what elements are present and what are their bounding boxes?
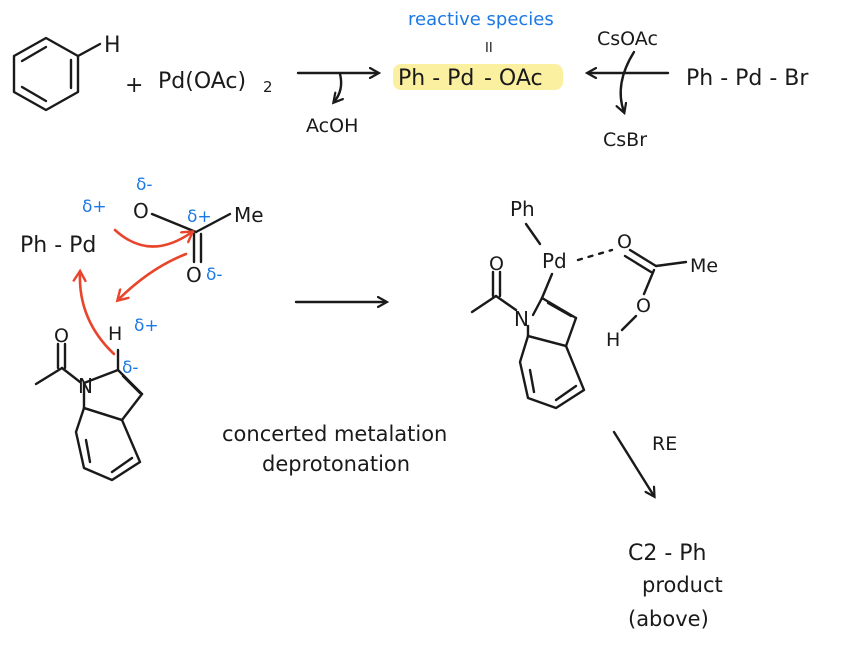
cmd-caption-line2: deprotonation <box>262 452 410 476</box>
product-ph-label: Ph <box>510 197 535 221</box>
product-o-label: O <box>636 295 651 317</box>
ts-o-acetyl: O <box>54 325 69 347</box>
ts-delta-pd: δ+ <box>82 197 107 217</box>
reactive-species-label: reactive species <box>408 9 554 30</box>
product-h-label: H <box>606 329 620 351</box>
ph-pd-oac-left: Ph - Pd <box>398 66 474 91</box>
csoac-label: CsOAc <box>597 28 658 50</box>
electron-arrow-o-to-h <box>118 252 188 300</box>
reactive-species-highlight <box>393 64 563 90</box>
ts-o-bottom: O <box>186 263 202 287</box>
csbr-label: CsBr <box>603 129 647 151</box>
ts-ph-pd-label: Ph - Pd <box>20 233 96 258</box>
ts-delta-o-bottom: δ- <box>206 265 223 285</box>
ts-n-label: N <box>78 374 93 398</box>
electron-arrow-o-to-c <box>113 228 192 248</box>
ts-delta-c2: δ- <box>122 358 139 378</box>
product-pd-label: Pd <box>542 249 567 273</box>
ts-acetate-bonds <box>150 212 232 264</box>
pd-oac2-label: Pd(OAc) <box>158 69 246 94</box>
product-ph-pd-bond <box>524 222 542 246</box>
ph-pd-oac-right: - OAc <box>484 66 543 91</box>
final-product-line3: (above) <box>628 607 709 631</box>
ts-delta-c: δ+ <box>187 207 212 227</box>
product-n-label: N <box>514 307 529 331</box>
ts-o-top: O <box>133 199 149 223</box>
benzene-ring <box>12 36 102 112</box>
pd-o-coordination <box>576 248 614 262</box>
pd-oxidation-state: II <box>485 41 493 56</box>
acoh-release-arrow <box>334 72 341 102</box>
product-me-label: Me <box>690 255 718 277</box>
plus-sign: + <box>125 73 143 98</box>
acoh-label: AcOH <box>306 115 358 137</box>
electron-arrow-ch-to-pd <box>80 272 116 356</box>
ts-me-label: Me <box>234 203 264 227</box>
csbr-release-arrow <box>621 50 636 112</box>
re-label: RE <box>652 433 677 455</box>
ts-delta-h: δ+ <box>134 316 159 336</box>
product-acetic-acid-bonds <box>620 248 688 332</box>
product-indole <box>470 270 586 410</box>
product-o-top: O <box>617 231 632 253</box>
ts-indole <box>34 342 144 482</box>
pd-oac2-subscript: 2 <box>263 78 273 96</box>
final-product-line1: C2 - Ph <box>628 541 707 566</box>
benzene-h-label: H <box>104 33 121 58</box>
final-product-line2: product <box>642 573 723 597</box>
ts-delta-o-top: δ- <box>136 175 153 195</box>
cmd-caption-line1: concerted metalation <box>222 422 447 446</box>
product-o-acetyl: O <box>489 253 504 275</box>
ph-pd-br-label: Ph - Pd - Br <box>686 66 809 91</box>
reductive-elimination-arrow <box>612 430 654 496</box>
ts-h-label: H <box>108 323 122 345</box>
